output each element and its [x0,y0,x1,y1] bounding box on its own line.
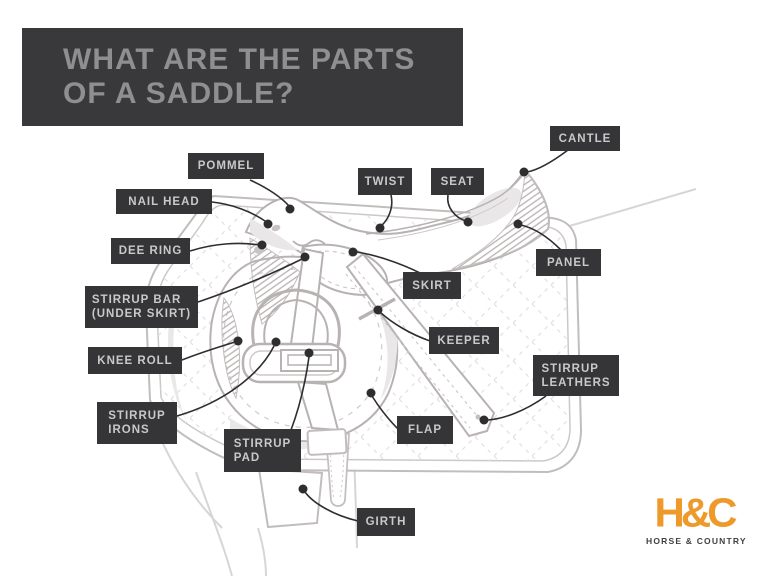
leader-stirrup-leathers [487,395,547,421]
knee-roll-hatch [221,296,241,400]
page-title: WHAT ARE THE PARTS OF A SADDLE? [22,43,415,111]
label-stirrup-bar: STIRRUP BAR (UNDER SKIRT) [85,286,198,328]
girth-strap [257,467,324,529]
logo-tagline: HORSE & COUNTRY [646,536,747,546]
leader-keeper [379,311,431,342]
leader-pommel [249,179,290,207]
label-pommel: POMMEL [188,153,264,179]
label-flap: FLAP [397,416,453,444]
leader-girth [304,491,359,522]
leader-twist [380,194,393,227]
straps [257,247,496,529]
label-cantle: CANTLE [550,126,620,151]
nail-head-mark [271,224,281,232]
label-nail-head: NAIL HEAD [116,189,212,214]
leader-stirrup-irons [176,345,275,417]
title-block: WHAT ARE THE PARTS OF A SADDLE? [22,28,463,126]
leader-knee-roll [181,341,236,361]
label-stirrup-leathers: STIRRUP LEATHERS [533,355,619,396]
label-panel: PANEL [536,249,601,276]
stirrup-leather-diagonal [345,252,496,438]
leader-stirrup-pad [290,356,310,431]
leader-flap [371,395,399,430]
leader-seat [446,194,467,222]
leader-panel [520,224,562,251]
label-dee-ring: DEE RING [111,238,190,264]
horse-and-country-logo: H&C HORSE & COUNTRY [646,489,747,546]
label-skirt: SKIRT [403,272,461,299]
label-stirrup-irons: STIRRUP IRONS [97,402,177,444]
label-girth: GIRTH [357,508,415,536]
page-title-line1: WHAT ARE THE PARTS [63,43,416,76]
logo-wordmark: H&C [654,489,738,536]
leader-dots [233,167,529,494]
leader-lines [176,149,569,522]
label-twist: TWIST [358,168,412,195]
leader-dee-ring [189,242,260,252]
label-keeper: KEEPER [429,327,499,354]
leader-nail-head [211,201,266,222]
label-knee-roll: KNEE ROLL [88,347,182,374]
label-stirrup-pad: STIRRUP PAD [224,429,301,472]
label-seat: SEAT [431,168,484,195]
buckle-guard [306,428,348,456]
page-title-line2: OF A SADDLE? [63,77,295,110]
leader-cantle [526,149,569,173]
leader-stirrup-bar [197,258,303,303]
panel-hatch [451,168,550,270]
leader-skirt [355,251,421,274]
